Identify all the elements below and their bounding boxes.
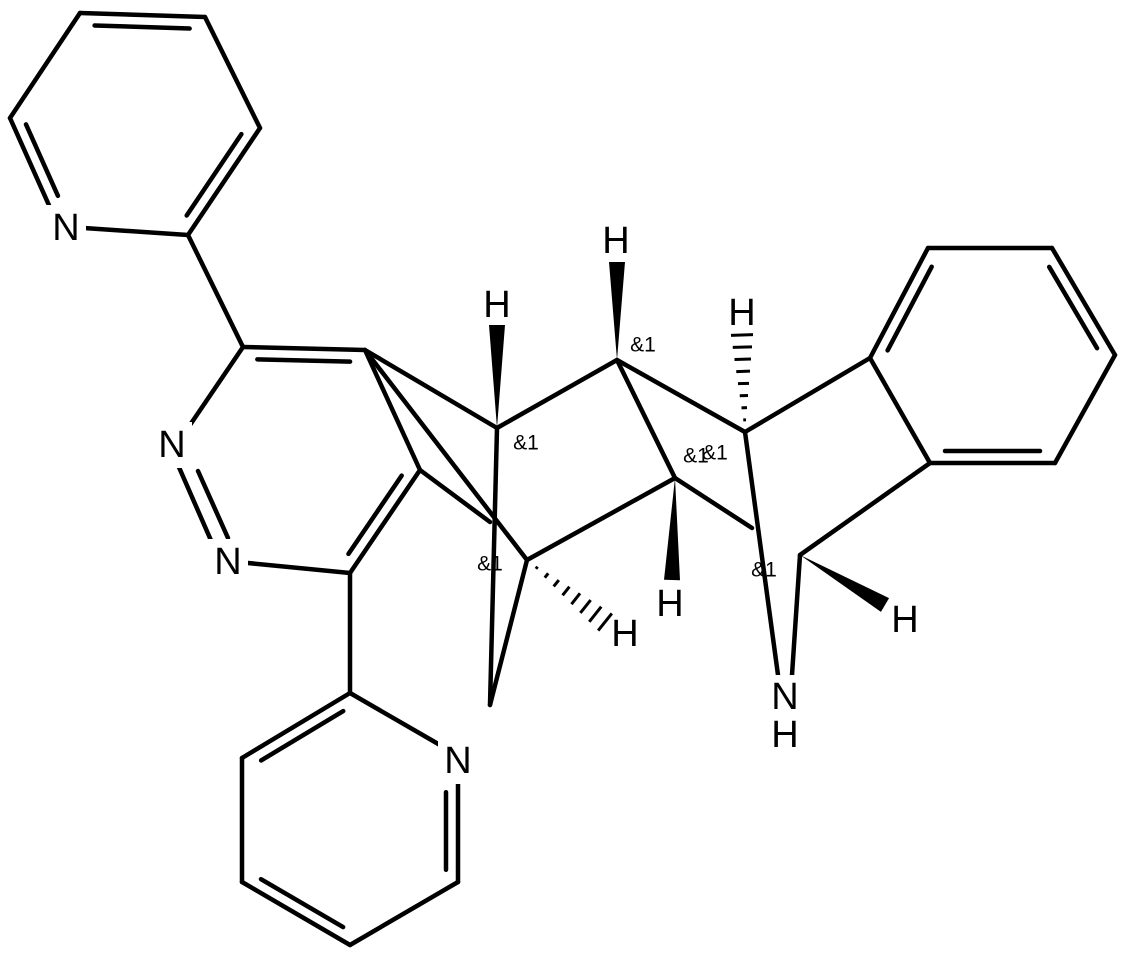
hashed-h-bottom-left: [534, 565, 614, 632]
label-layer: N N N N H H H H H H N H &1 &1 &1 &1 &1 &…: [46, 205, 919, 784]
pyridine-bottom-nitrogen-label: N: [444, 740, 471, 782]
pyridazine-upper-nitrogen-label: N: [158, 424, 185, 466]
cage-bond: [742, 429, 781, 678]
double-bond-inner: [346, 473, 404, 557]
double-bond-inner: [258, 708, 346, 763]
hash-segment: [588, 605, 603, 623]
cage-bond: [742, 355, 873, 435]
bridge-nitrogen-label: N: [771, 676, 798, 718]
wedge-h-bottom-right: [800, 555, 890, 612]
hash-segment: [570, 592, 582, 606]
pyr-top-bond: [7, 10, 83, 121]
h-top-left-label: H: [483, 284, 510, 326]
pyridazine-bond: [347, 467, 423, 576]
h-bottom-left-label: H: [611, 613, 638, 655]
cage-bond: [494, 357, 620, 431]
wedge-h-bottom-mid: [664, 478, 680, 581]
pyridazine-lower-nitrogen-label: N: [214, 541, 241, 583]
bond-layer: [7, 10, 1118, 948]
benzene-bond: [867, 245, 931, 361]
stereo-label-4: &1: [702, 442, 728, 465]
stereo-label-3: &1: [683, 445, 709, 468]
double-bond-inner: [885, 264, 934, 353]
pyridazine-bond: [187, 344, 246, 428]
pyr-bottom-bond: [239, 690, 353, 761]
stereo-bond-layer: [489, 262, 890, 632]
double-bond-inner: [184, 131, 244, 218]
h-top-right-label: H: [728, 292, 755, 334]
pyridazine-inner-bond: [195, 468, 231, 541]
cage-bond: [789, 552, 803, 678]
hash-segment: [734, 357, 752, 362]
pyridazine-bond: [240, 344, 368, 353]
pyr-top-bond: [185, 125, 263, 238]
pyridine-top-nitrogen-label: N: [52, 207, 79, 249]
cage-bond: [362, 347, 500, 431]
cage-bond: [362, 347, 530, 563]
hashed-h-top-right: [730, 333, 754, 422]
cage-bond: [524, 475, 678, 563]
pyr-top-bond: [81, 225, 191, 238]
benzene-bond: [1052, 352, 1118, 466]
stereo-label-5: &1: [477, 553, 503, 576]
hash-segment: [534, 565, 539, 570]
double-bond-inner: [23, 122, 61, 199]
bridge-nitrogen-hydrogen-label: H: [771, 714, 798, 756]
benzene-bond: [867, 355, 933, 466]
pyr-top-bond: [7, 115, 55, 215]
cage-bond: [614, 357, 748, 435]
wedge-h-top-center: [609, 262, 625, 360]
pyr-bottom-bond: [347, 879, 461, 948]
pyr-bottom-bond: [347, 690, 443, 748]
double-bond-inner: [255, 357, 353, 364]
hash-segment: [552, 579, 560, 588]
hash-segment: [732, 345, 753, 349]
cage-bond: [614, 357, 678, 481]
stereo-label-2: &1: [513, 432, 539, 455]
pyr-top-link: [185, 232, 246, 350]
double-bond-inner: [92, 23, 192, 31]
pyridazine-bond: [362, 347, 423, 473]
hash-segment: [579, 599, 592, 614]
pyr-bottom-bond: [239, 879, 353, 948]
hash-segment: [561, 585, 571, 597]
pyr-top-bond: [77, 10, 208, 20]
h-bottom-right-label: H: [891, 599, 918, 641]
pyridazine-bond: [245, 560, 353, 576]
cage-bond: [487, 425, 500, 708]
h-bottom-mid-label: H: [656, 583, 683, 625]
wedge-h-top-left: [489, 325, 505, 428]
pyridazine-bond: [175, 462, 216, 548]
cage-bond: [417, 467, 493, 525]
benzene-bond: [1049, 245, 1118, 358]
cage-bond: [487, 557, 530, 708]
double-bond-inner: [1046, 264, 1100, 351]
stereo-label-1: &1: [630, 334, 656, 357]
stereo-label-6: &1: [751, 559, 777, 582]
double-bond-inner: [258, 876, 346, 930]
hash-segment: [596, 612, 614, 632]
pyr-top-bond: [202, 14, 263, 131]
hash-segment: [730, 333, 754, 337]
cage-bond: [672, 475, 755, 531]
cage-bond: [797, 460, 933, 558]
h-top-center-label: H: [602, 220, 629, 262]
hash-segment: [543, 572, 550, 579]
